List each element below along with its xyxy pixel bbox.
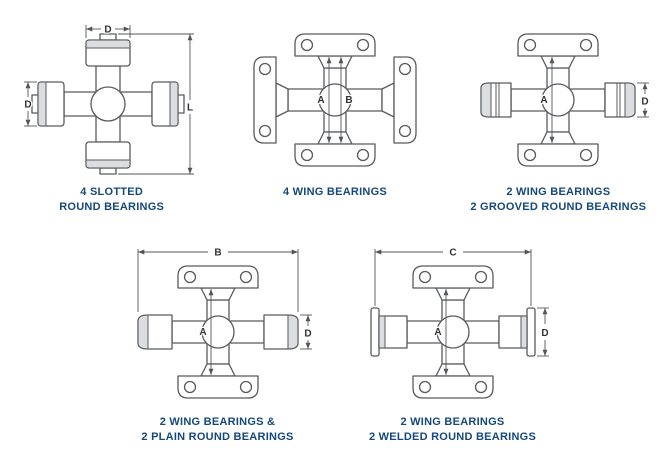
- top-row: D D L 4 SLOTTED R: [0, 20, 670, 214]
- dimension-a: A: [316, 57, 332, 143]
- dim-label-b: B: [214, 248, 221, 259]
- wing-bearing-top: [411, 265, 494, 301]
- dim-label-d: D: [541, 328, 548, 339]
- wing-bearing-top: [176, 265, 259, 301]
- figure-4-slotted-round-bearings: D D L 4 SLOTTED R: [0, 20, 223, 214]
- wing-bearing-right: [381, 56, 417, 144]
- welded-round-bearing-right: [497, 307, 536, 357]
- figure-4-wing-bearings: A B 4 WING BEARINGS: [223, 20, 446, 214]
- dim-label-a: A: [434, 327, 441, 338]
- figure-caption: 4 SLOTTED ROUND BEARINGS: [59, 185, 164, 214]
- dimension-a: A: [198, 289, 213, 376]
- figure-2-wing-2-welded-round-bearings: C A D 2 WING BEARINGS 2 WELDED ROUND BEA…: [335, 240, 570, 444]
- dimension-d-top: D: [85, 23, 131, 38]
- welded-round-bearing-left: [369, 307, 408, 357]
- caption-line: 4 WING BEARINGS: [283, 186, 387, 198]
- dimension-a: A: [433, 289, 448, 376]
- dim-label-a: A: [199, 327, 206, 338]
- dimension-b-top: B: [137, 246, 298, 313]
- dim-label-b: B: [345, 95, 352, 106]
- diagram-2-wing-2-grooved-round-bearings: A D: [480, 33, 650, 167]
- plain-round-bearing-right: [262, 314, 299, 350]
- dim-label-l: L: [187, 103, 193, 114]
- dimension-d: D: [536, 307, 549, 357]
- figure-caption: 2 WING BEARINGS 2 GROOVED ROUND BEARINGS: [470, 185, 646, 214]
- caption-line: 4 SLOTTED: [80, 186, 144, 198]
- diagram-2-wing-2-plain-round-bearings: B A D: [136, 246, 312, 399]
- caption-line: 2 GROOVED ROUND BEARINGS: [470, 200, 647, 213]
- diagram-4-slotted-round-bearings: D D L: [23, 23, 194, 175]
- dim-label-d-left: D: [24, 100, 31, 111]
- dimension-l-right: L: [117, 33, 194, 175]
- center-hub: [90, 86, 126, 122]
- dim-label-d: D: [642, 97, 649, 108]
- center-hub: [200, 315, 235, 349]
- dim-label-c: C: [449, 248, 456, 259]
- figure-2-wing-2-grooved-round-bearings: A D 2 WING BEARINGS 2 GROOVED ROUND BEAR…: [447, 20, 670, 214]
- dimension-b: B: [338, 57, 354, 143]
- wing-bearing-left: [253, 56, 289, 144]
- wing-bearing-top: [294, 33, 376, 69]
- dim-label-d-top: D: [104, 25, 111, 36]
- figure-caption: 2 WING BEARINGS & 2 PLAIN ROUND BEARINGS: [141, 415, 293, 444]
- dimension-c-top: C: [374, 246, 531, 307]
- grooved-round-bearing-left: [480, 82, 512, 118]
- plain-round-bearing-left: [136, 314, 173, 350]
- grooved-round-bearing-right: [604, 82, 636, 118]
- bottom-row: B A D 2 WING BEARINGS & 2 PLAIN ROUND BE…: [0, 240, 670, 444]
- diagram-2-wing-2-welded-round-bearings: C A D: [369, 246, 549, 399]
- wing-bearing-bottom: [517, 131, 599, 167]
- figure-caption: 4 WING BEARINGS: [283, 185, 387, 200]
- figure-caption: 2 WING BEARINGS 2 WELDED ROUND BEARINGS: [369, 415, 536, 444]
- wing-bearing-bottom: [294, 131, 376, 167]
- wing-bearing-bottom: [176, 363, 259, 399]
- slotted-round-bearing-right: [151, 81, 185, 127]
- caption-line: 2 WELDED ROUND BEARINGS: [368, 430, 537, 443]
- dim-label-d: D: [304, 329, 311, 340]
- center-hub: [435, 315, 470, 349]
- dim-label-a: A: [541, 95, 548, 106]
- slotted-round-bearing-bottom: [85, 141, 131, 175]
- slotted-round-bearing-left: [31, 81, 65, 127]
- caption-line: 2 WING BEARINGS: [506, 186, 611, 198]
- caption-line: 2 WING BEARINGS: [400, 416, 505, 429]
- dimension-d: D: [637, 82, 650, 118]
- wing-bearing-bottom: [411, 363, 494, 399]
- caption-line: 2 WING BEARINGS &: [159, 416, 276, 429]
- caption-line: ROUND BEARINGS: [59, 200, 165, 213]
- dimension-a: A: [539, 57, 555, 143]
- caption-line: 2 PLAIN ROUND BEARINGS: [141, 430, 294, 443]
- slotted-round-bearing-top: [85, 33, 131, 67]
- dimension-d: D: [299, 314, 312, 350]
- figure-2-wing-2-plain-round-bearings: B A D 2 WING BEARINGS & 2 PLAIN ROUND BE…: [100, 240, 335, 444]
- dimension-d-left: D: [23, 81, 37, 127]
- wing-bearing-top: [517, 33, 599, 69]
- dim-label-a: A: [317, 95, 324, 106]
- diagram-4-wing-bearings: A B: [253, 33, 417, 167]
